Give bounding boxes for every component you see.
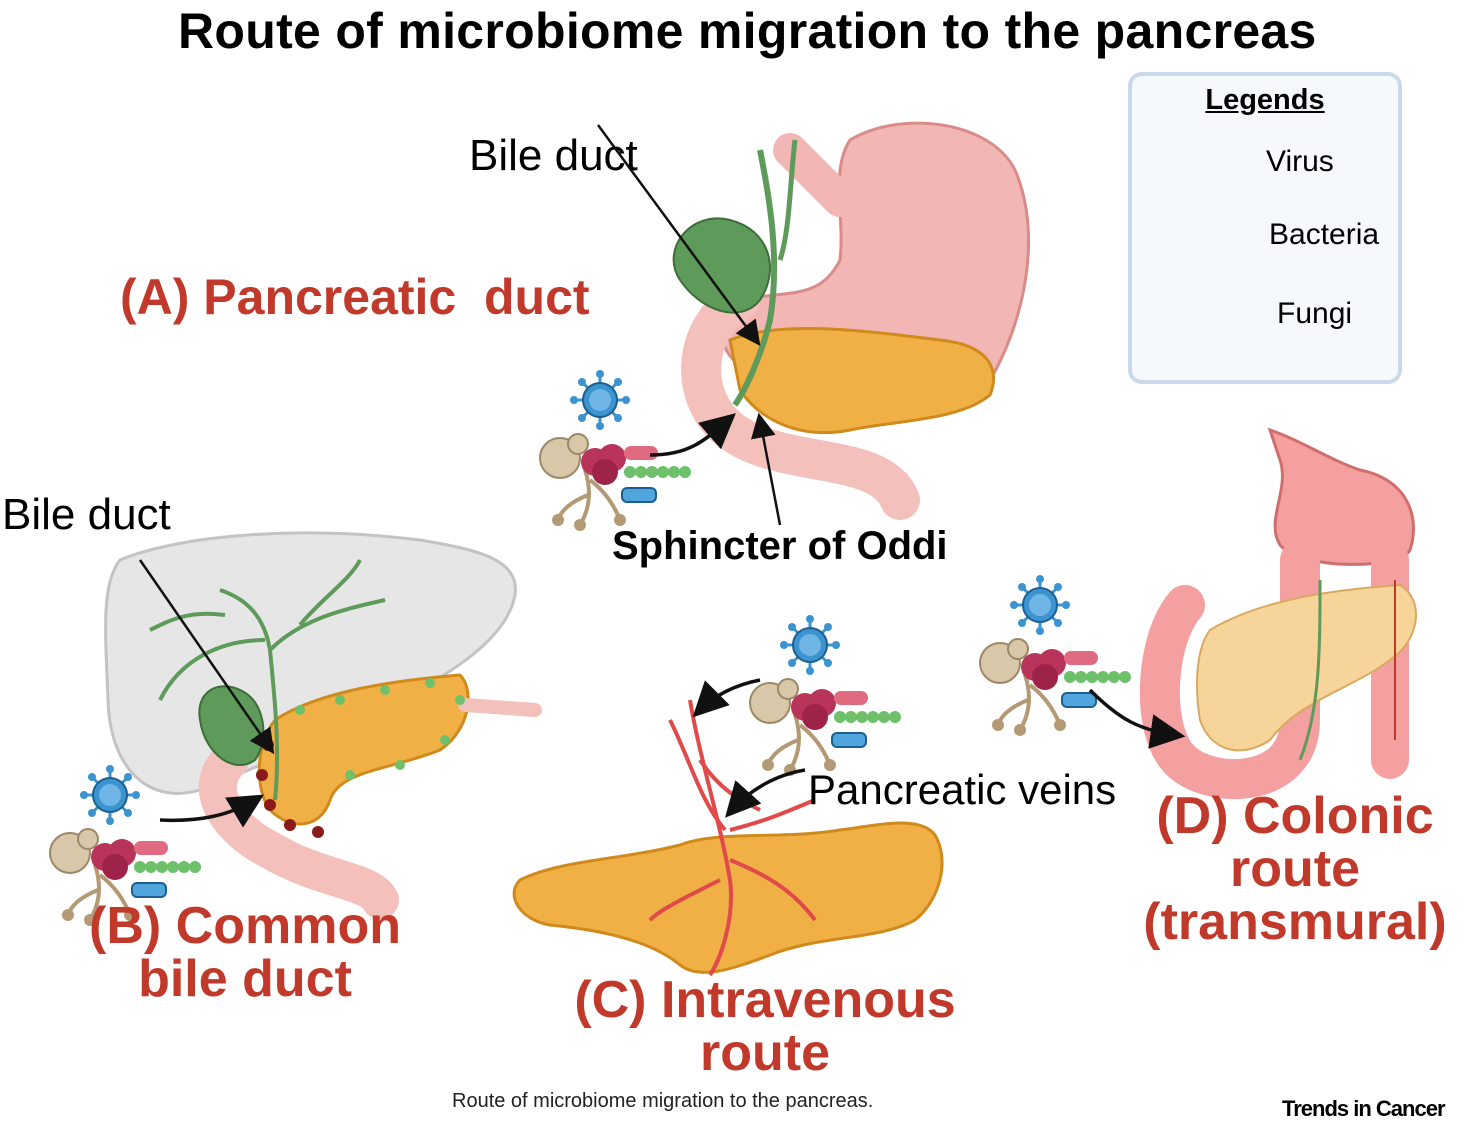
- pancreatic-veins-label: Pancreatic veins: [808, 766, 1117, 813]
- legend-label-virus: Virus: [1266, 145, 1334, 178]
- legend-label-bacteria: Bacteria: [1269, 218, 1380, 251]
- panel-b-label-line2: bile duct: [138, 950, 352, 1009]
- panel-d-label-line1: (D) Colonic: [1156, 787, 1434, 845]
- panel-c-label-line1: (C) Intravenous: [574, 971, 956, 1029]
- bile-duct-pointer-a: [596, 124, 761, 347]
- bile-duct-pointer-b: [138, 559, 275, 755]
- sphincter-pointer: [750, 412, 782, 526]
- entry-arrow-b: [159, 794, 265, 828]
- legend-box: Legends: [1128, 72, 1402, 384]
- entry-arrow-a: [649, 413, 736, 457]
- legend-label-fungi: Fungi: [1277, 297, 1353, 330]
- panel-d-label-line2: route: [1230, 840, 1360, 899]
- panel-d-label-line3: (transmural): [1143, 893, 1447, 952]
- legend-title: Legends: [1205, 84, 1325, 116]
- entry-arrow-d: [1088, 688, 1186, 749]
- panel-a-label: (A) Pancreatic duct: [120, 269, 590, 325]
- panel-a-bile-duct-label: Bile duct: [469, 131, 638, 180]
- figure-caption: Route of microbiome migration to the pan…: [452, 1090, 874, 1112]
- panel-d-label: (D) Colonic route (transmural): [1130, 787, 1460, 952]
- panel-b-label-line1: (B) Common: [89, 897, 401, 955]
- entry-arrow-c: [692, 678, 761, 718]
- panel-d-anatomy: [980, 427, 1417, 800]
- veins-pointer: [724, 768, 806, 818]
- panel-c-label: (C) Intravenous route: [540, 971, 990, 1083]
- panel-b-bile-duct-label: Bile duct: [2, 490, 171, 539]
- panel-b-anatomy: [50, 531, 542, 926]
- sphincter-label: Sphincter of Oddi: [612, 524, 948, 568]
- diagram-title: Route of microbiome migration to the pan…: [178, 3, 1317, 59]
- journal-brand: Trends in Cancer: [1282, 1096, 1446, 1121]
- panel-b-label: (B) Common bile duct: [60, 897, 430, 1009]
- panel-a-anatomy: [540, 121, 1031, 531]
- panel-c-label-line2: route: [700, 1024, 830, 1083]
